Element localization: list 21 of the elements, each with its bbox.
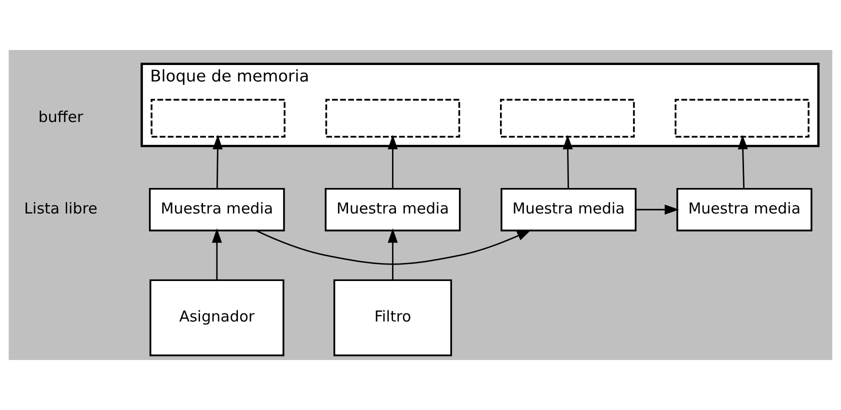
cluster: Bloque de memoria xyxy=(140,62,820,148)
node-box: Filtro xyxy=(333,279,452,356)
arrow xyxy=(562,134,573,189)
node-box: Muestra media xyxy=(676,188,812,232)
arrow xyxy=(212,134,223,189)
node-box: Muestra media xyxy=(324,188,461,232)
node-box: Muestra media xyxy=(500,188,637,232)
arrow xyxy=(256,230,532,265)
label: Lista libre xyxy=(24,200,98,218)
node-box xyxy=(150,98,286,138)
arrow xyxy=(636,204,680,215)
node-box: Asignador xyxy=(150,279,284,356)
node-box xyxy=(325,98,460,138)
arrow xyxy=(388,134,398,189)
arrow xyxy=(388,228,398,280)
node-label: buffer xyxy=(38,108,84,126)
node-box xyxy=(500,98,635,138)
arrow xyxy=(212,228,222,280)
node-box: Muestra media xyxy=(148,188,285,232)
node-box xyxy=(674,98,810,138)
arrow xyxy=(738,134,748,189)
